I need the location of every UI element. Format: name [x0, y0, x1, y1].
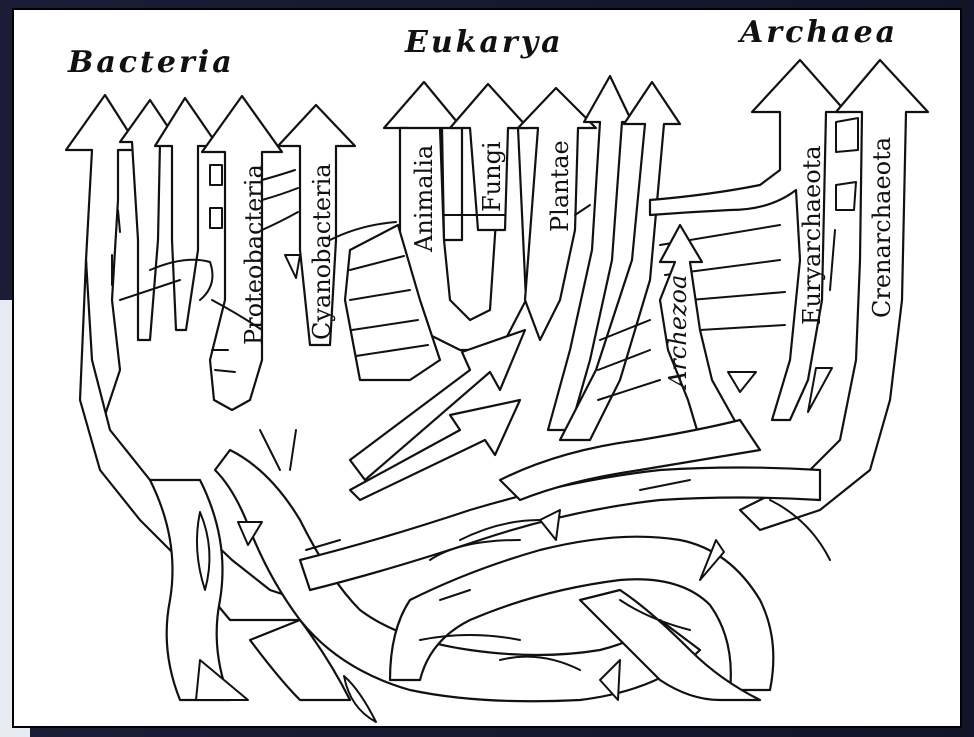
group-label-animalia: Animalia [410, 145, 438, 253]
bacteria-hole-3 [285, 255, 300, 278]
group-label-cyanobacteria: Cyanobacteria [308, 163, 336, 340]
root-tangle [150, 420, 830, 722]
group-label-archezoa: Archezoa [664, 275, 692, 390]
group-label-proteobacteria: Proteobacteria [240, 164, 268, 345]
archaea-hole-1 [836, 118, 858, 152]
archaea-hole-2 [836, 182, 856, 210]
domain-label-eukarya: Eukarya [404, 25, 564, 60]
group-label-fungi: Fungi [478, 141, 506, 212]
archaea-hole-4 [728, 372, 756, 392]
group-label-plantae: Plantae [546, 140, 574, 232]
domain-label-bacteria: Bacteria [67, 45, 235, 80]
group-label-euryarchaeota: Euryarchaeota [798, 145, 826, 325]
archaea-hole-3 [808, 368, 832, 412]
bacteria-hole-1 [210, 165, 222, 185]
root-hole-3 [196, 660, 248, 700]
group-label-crenarchaeota: Crenarchaeota [868, 137, 896, 318]
archaea-arrow-crenarchaeota [740, 60, 928, 530]
bacteria-arrow-3 [155, 98, 218, 330]
bacteria-arrow-1 [66, 95, 140, 430]
eukarya-branches [330, 76, 680, 500]
domain-label-archaea: Archaea [737, 15, 898, 50]
bacteria-hole-2 [210, 208, 222, 228]
